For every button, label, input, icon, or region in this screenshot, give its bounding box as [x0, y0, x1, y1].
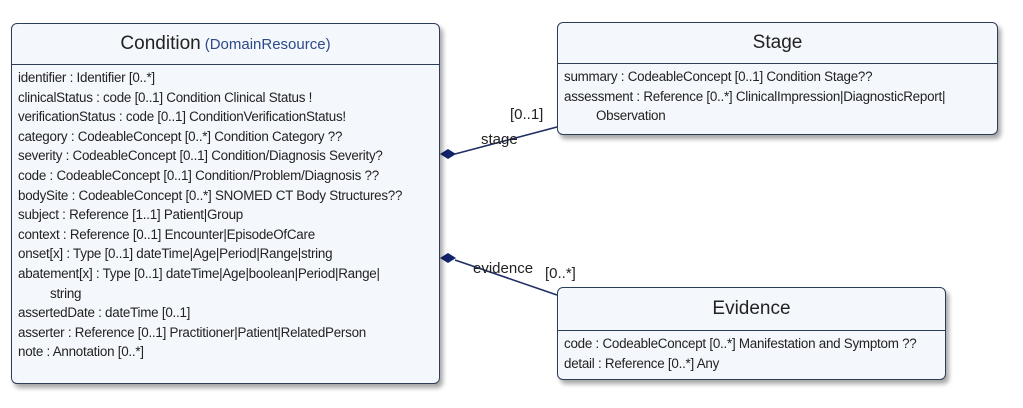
attribute-row: identifier : Identifier [0..*]	[18, 70, 155, 85]
stage-attribute-list: summary : CodeableConcept [0..1] Conditi…	[558, 64, 997, 126]
evidence-class-box[interactable]: Evidence code : CodeableConcept [0..*] M…	[557, 287, 946, 380]
attribute-row: context : Reference [0..1] Encounter|Epi…	[18, 226, 315, 242]
attribute-row: assessment : Reference [0..*] ClinicalIm…	[564, 88, 946, 104]
attribute-row: clinicalStatus : code [0..1] Condition C…	[18, 89, 313, 105]
condition-class-box[interactable]: Condition (DomainResource) identifier : …	[11, 23, 440, 384]
stage-composition-diamond	[440, 149, 456, 159]
evidence-attribute-list: code : CodeableConcept [0..*] Manifestat…	[558, 331, 945, 373]
attribute-row: summary : CodeableConcept [0..1] Conditi…	[564, 69, 873, 84]
attribute-row: abatement[x] : Type [0..1] dateTime|Age|…	[18, 265, 380, 281]
stage-class-header: Stage	[558, 23, 997, 64]
evidence-class-header: Evidence	[558, 288, 945, 331]
attribute-row: category : CodeableConcept [0..*] Condit…	[18, 128, 343, 144]
attribute-row: code : CodeableConcept [0..*] Manifestat…	[564, 336, 917, 351]
evidence-multiplicity-label: [0..*]	[545, 265, 576, 282]
stage-class-box[interactable]: Stage summary : CodeableConcept [0..1] C…	[557, 22, 998, 135]
stage-multiplicity-label: [0..1]	[510, 106, 544, 123]
attribute-row: asserter : Reference [0..1] Practitioner…	[18, 324, 366, 340]
stage-role-label: stage	[481, 131, 518, 148]
condition-class-title: Condition	[120, 33, 201, 54]
evidence-association-line	[454, 259, 558, 296]
attribute-row: onset[x] : Type [0..1] dateTime|Age|Peri…	[18, 246, 333, 262]
evidence-class-title: Evidence	[712, 298, 791, 319]
stage-class-title: Stage	[752, 32, 803, 53]
condition-class-header: Condition (DomainResource)	[12, 24, 439, 65]
attribute-row: note : Annotation [0..*]	[18, 344, 144, 360]
attribute-row: subject : Reference [1..1] Patient|Group	[18, 207, 243, 223]
attribute-row: code : CodeableConcept [0..1] Condition/…	[18, 167, 379, 183]
evidence-role-label: evidence	[473, 260, 534, 277]
condition-attribute-list: identifier : Identifier [0..*] clinicalS…	[12, 65, 439, 362]
evidence-composition-diamond	[440, 253, 456, 263]
stage-association-line	[454, 126, 558, 155]
attribute-row: bodySite : CodeableConcept [0..*] SNOMED…	[18, 187, 403, 203]
attribute-row: severity : CodeableConcept [0..1] Condit…	[18, 148, 383, 164]
attribute-row: assertedDate : dateTime [0..1]	[18, 305, 191, 321]
condition-stereotype: (DomainResource)	[204, 35, 331, 53]
attribute-row: detail : Reference [0..*] Any	[564, 355, 720, 371]
attribute-row-continuation: string	[50, 285, 82, 301]
attribute-row: verificationStatus : code [0..1] Conditi…	[18, 109, 346, 125]
attribute-row-continuation: Observation	[596, 108, 666, 124]
